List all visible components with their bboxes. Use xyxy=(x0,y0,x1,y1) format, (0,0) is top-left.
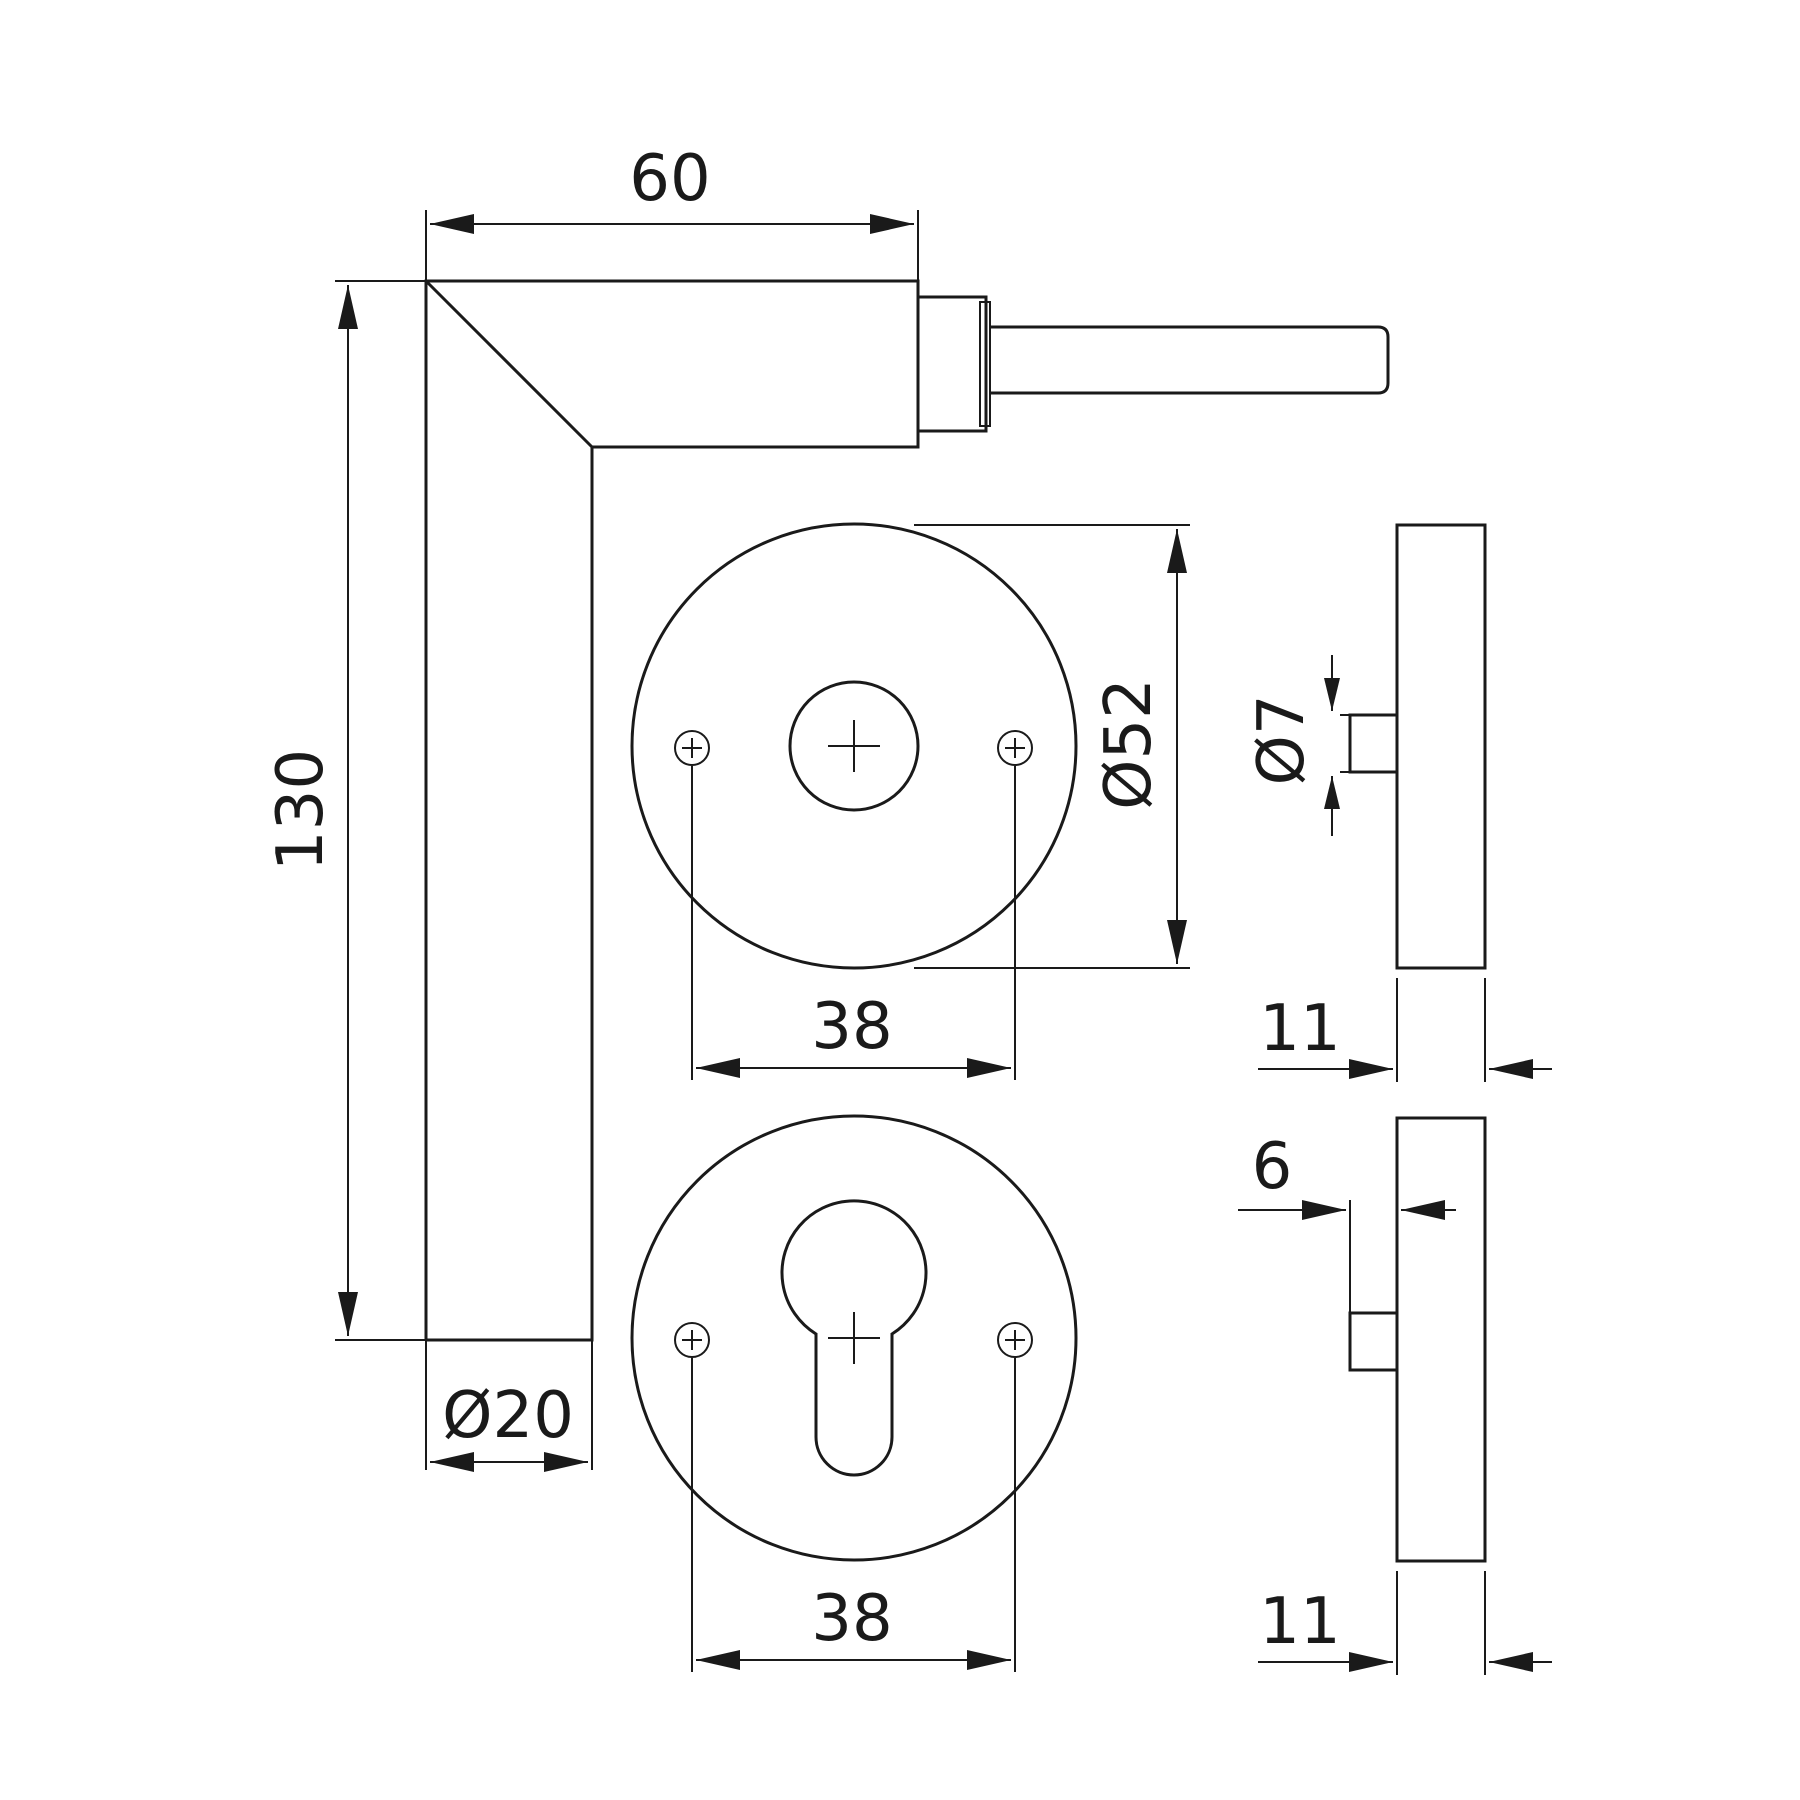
dimension-cylinder-offset: 6 xyxy=(1238,1130,1456,1220)
cylinder-escutcheon-side xyxy=(1348,1116,1487,1563)
dim-label-d7: Ø7 xyxy=(1245,694,1319,785)
dimension-rose-thickness-bottom: 11 xyxy=(1258,1571,1552,1675)
screw-head-icon xyxy=(997,730,1033,766)
lever-rose-side xyxy=(1348,523,1487,970)
dim-label-11-top: 11 xyxy=(1259,992,1340,1066)
dim-label-38-top: 38 xyxy=(811,990,892,1064)
euro-cylinder-keyhole-icon xyxy=(780,1199,928,1477)
dim-label-60: 60 xyxy=(629,142,710,216)
dimension-spindle-diameter: Ø7 xyxy=(1245,655,1350,836)
dimension-screw-spacing-top: 38 xyxy=(691,766,1016,1080)
dim-label-6: 6 xyxy=(1252,1130,1293,1204)
screw-head-icon xyxy=(997,1322,1033,1358)
lever-rose-front xyxy=(630,522,1078,970)
dimension-lever-length: 60 xyxy=(425,142,919,281)
lever-handle xyxy=(424,279,1390,1342)
dim-label-11-bottom: 11 xyxy=(1259,1585,1340,1659)
dim-label-d20: Ø20 xyxy=(442,1379,574,1453)
dim-label-d52: Ø52 xyxy=(1092,678,1166,810)
cylinder-escutcheon-front xyxy=(630,1114,1078,1562)
spindle-hole-icon xyxy=(788,680,920,812)
dim-label-130: 130 xyxy=(264,749,338,871)
screw-head-icon xyxy=(674,1322,710,1358)
dim-label-38-bottom: 38 xyxy=(811,1582,892,1656)
dimension-rose-thickness-top: 11 xyxy=(1258,978,1552,1082)
screw-head-icon xyxy=(674,730,710,766)
dimension-lever-diameter: Ø20 xyxy=(425,1340,593,1472)
dimension-lever-height: 130 xyxy=(264,280,426,1341)
dimension-screw-spacing-bottom: 38 xyxy=(691,1358,1016,1672)
dimension-rose-diameter: Ø52 xyxy=(914,524,1190,969)
